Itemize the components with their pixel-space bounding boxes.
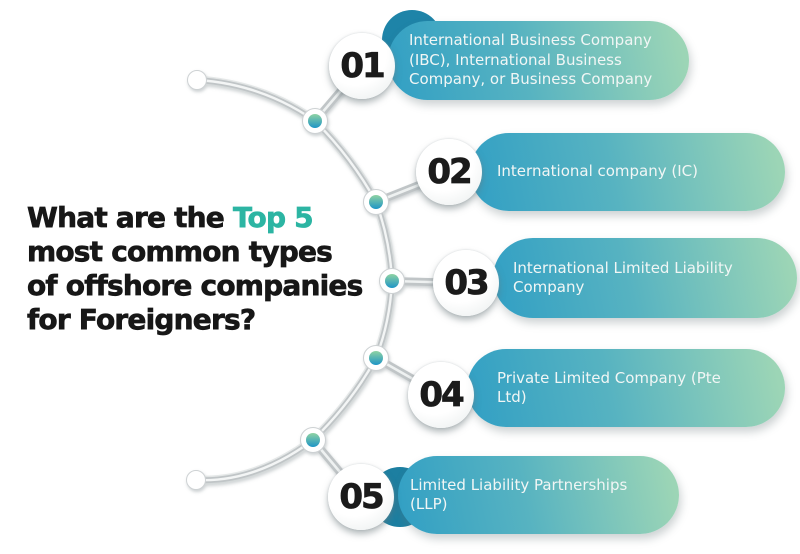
title-line-2: most common types xyxy=(27,235,334,269)
pill-text-line: (IBC), International Business xyxy=(409,50,622,69)
step-number: 02 xyxy=(427,152,473,193)
connector-tubes xyxy=(186,62,469,501)
strut-lines xyxy=(309,62,469,501)
pill-text-line: International Business Company xyxy=(409,31,652,50)
strut-highlight xyxy=(311,64,467,499)
arc-end-dot-top xyxy=(187,70,207,90)
timeline-node-icon xyxy=(300,427,326,453)
timeline-node-icon xyxy=(379,268,405,294)
pill-text-line: Company, or Business Company xyxy=(409,70,653,89)
timeline-node-icon xyxy=(363,189,389,215)
timeline-nodes xyxy=(300,108,405,453)
title-line-4: for Foreigners? xyxy=(27,303,257,337)
title-text: What are the xyxy=(27,201,233,235)
title-line-3: of offshore companies xyxy=(27,269,364,303)
item-pill-4: Private Limited Company (Pte Ltd) xyxy=(467,349,785,427)
item-pill-2: International company (IC) xyxy=(470,133,785,211)
infographic-title: What are the Top 5 most common types of … xyxy=(27,201,397,337)
timeline-node-icon xyxy=(363,345,389,371)
pill-text-line: Ltd) xyxy=(497,388,527,406)
step-number: 03 xyxy=(444,263,490,304)
step-number: 05 xyxy=(339,477,385,518)
step-badge-02: 02 xyxy=(416,139,482,205)
item-pill-5: Limited Liability Partnerships (LLP) xyxy=(398,456,679,534)
pill-text-line: Limited Liability Partnerships xyxy=(410,475,628,494)
step-badge-05: 05 xyxy=(328,464,394,530)
pill-text-line: Private Limited Company (Pte xyxy=(497,368,721,387)
title-highlight: Top 5 xyxy=(232,201,314,235)
step-badge-03: 03 xyxy=(433,250,499,316)
step-number: 04 xyxy=(419,375,465,416)
pill-text-line: International Limited Liability xyxy=(513,258,733,277)
item-pill-3: International Limited Liability Company xyxy=(493,238,797,318)
timeline-node-icon xyxy=(302,108,328,134)
pill-text-line: (LLP) xyxy=(410,495,448,513)
step-badge-01: 01 xyxy=(329,33,395,99)
pill-text-line: International company (IC) xyxy=(497,162,699,181)
step-badge-04: 04 xyxy=(408,362,474,428)
item-pill-1: International Business Company (IBC), In… xyxy=(388,21,689,100)
step-number: 01 xyxy=(340,46,386,87)
arc-end-dot-bottom xyxy=(186,470,206,490)
title-line-1: What are the Top 5 xyxy=(27,201,397,235)
pill-text-line: Company xyxy=(513,278,585,296)
